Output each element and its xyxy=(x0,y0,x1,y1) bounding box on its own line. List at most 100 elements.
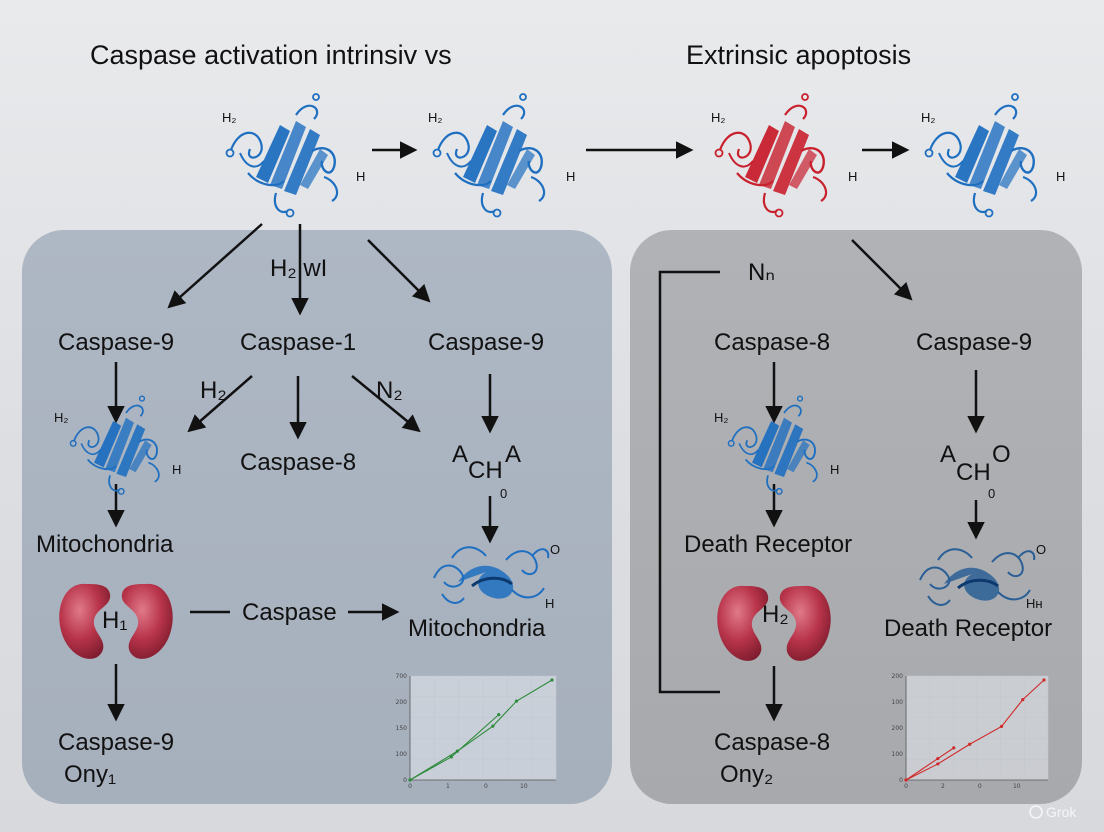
node-death-receptor-right: Death Receptor xyxy=(884,615,1052,642)
chart-y-tick-label: 200 xyxy=(892,725,904,732)
extrinsic-protein-mid: H₂ H xyxy=(714,395,839,496)
node-mitochondria-left: Mitochondria xyxy=(36,531,174,558)
extrinsic-bracket xyxy=(658,270,720,694)
chart-y-tick-label: 100 xyxy=(892,751,904,758)
mini-chart-extrinsic: 0 100 200 100 200 0 2 0 10 xyxy=(892,673,1049,790)
intrinsic-protein-h-bottom: H xyxy=(172,462,181,477)
extrinsic-arrows xyxy=(658,239,985,722)
extrinsic-ach-formula: A CH O 0 xyxy=(940,441,1011,501)
arrow-n2-branch xyxy=(351,375,421,433)
chart-data-point xyxy=(497,713,501,717)
chart-y-tick-label: 0 xyxy=(403,777,407,784)
arrow-to-caspase9-left xyxy=(167,223,263,309)
chart-data-point xyxy=(1021,698,1025,702)
chart-data-point xyxy=(1042,678,1046,682)
top-protein-4: H₂ H xyxy=(921,92,1065,218)
arrow-to-ext-caspase9 xyxy=(851,239,913,301)
intrinsic-right-protein-h: H xyxy=(545,596,554,611)
intrinsic-protein-right: O H xyxy=(432,542,560,611)
node-caspase8: Caspase-8 xyxy=(240,449,356,476)
chart-x-tick-label: 2 xyxy=(941,783,945,790)
chart-data-point xyxy=(968,742,972,746)
chart-data-point xyxy=(449,755,454,759)
watermark: Grok xyxy=(1029,804,1077,820)
node-caspase-mid: Caspase xyxy=(242,599,337,626)
intrinsic-arrows xyxy=(107,223,499,722)
chart-data-point xyxy=(936,756,940,761)
node-ext-caspase9: Caspase-9 xyxy=(916,329,1032,356)
ext-protein-h-bottom: H xyxy=(830,462,839,477)
chart-data-point xyxy=(455,749,459,753)
chart-data-point xyxy=(550,678,554,682)
ext-ach-main: CH xyxy=(956,459,991,486)
intrinsic-kidneys: H₁ xyxy=(59,583,173,659)
chart-x-tick-label: 0 xyxy=(904,783,908,790)
chart-y-tick-label: 150 xyxy=(396,725,408,732)
chart-series-line xyxy=(905,679,1045,781)
intrinsic-ach-formula: A CH A 0 xyxy=(452,441,521,501)
ext-right-protein-h: Hʜ xyxy=(1026,596,1043,611)
intrinsic-ach-main: CH xyxy=(468,457,503,484)
extrinsic-bottom-line2: Ony₂ xyxy=(720,761,773,788)
chart-data-point xyxy=(936,762,940,766)
intrinsic-protein-mid: H₂ H xyxy=(54,395,181,496)
ext-ach-sub: 0 xyxy=(988,486,995,501)
intrinsic-kidney-label: H₁ xyxy=(102,607,127,634)
top-protein-1-h-top: H₂ xyxy=(222,110,236,125)
ext-ach-left: A xyxy=(940,441,956,468)
chart-y-tick-label: 100 xyxy=(396,751,408,758)
title-extrinsic: Extrinsic apoptosis xyxy=(686,40,911,70)
ext-right-protein-o: O xyxy=(1036,542,1046,557)
chart-x-tick-label: 10 xyxy=(520,783,528,790)
top-protein-1: H₂ H xyxy=(222,92,365,218)
intrinsic-ach-left: A xyxy=(452,441,468,468)
intrinsic-h2-label: H₂ xyxy=(200,377,227,404)
chart-y-tick-label: 100 xyxy=(892,699,904,706)
intrinsic-branch-label: H₂ wI xyxy=(270,255,327,282)
extrinsic-protein-right: O Hʜ xyxy=(918,542,1046,611)
intrinsic-right-protein-o: O xyxy=(550,542,560,557)
chart-data-point xyxy=(491,724,495,728)
intrinsic-bottom-line1: Caspase-9 xyxy=(58,729,174,756)
chart-y-tick-label: 700 xyxy=(396,673,408,680)
node-caspase9-left: Caspase-9 xyxy=(58,329,174,356)
extrinsic-panel xyxy=(630,230,1082,804)
top-protein-2: H₂ H xyxy=(428,92,575,218)
top-protein-2-h-top: H₂ xyxy=(428,110,442,125)
intrinsic-bottom-line2: Ony₁ xyxy=(64,761,116,788)
chart-x-tick-label: 0 xyxy=(484,783,488,790)
node-death-receptor-left: Death Receptor xyxy=(684,531,852,558)
top-protein-3-h-bottom: H xyxy=(848,169,857,184)
chart-data-point xyxy=(952,746,956,750)
node-mitochondria-right: Mitochondria xyxy=(408,615,546,642)
chart-y-tick-label: 200 xyxy=(396,699,408,706)
ext-ach-right: O xyxy=(992,441,1011,468)
chart-x-tick-label: 0 xyxy=(408,783,412,790)
arrow-h2-branch xyxy=(187,375,253,433)
watermark-text: Grok xyxy=(1046,804,1077,820)
top-protein-1-h-bottom: H xyxy=(356,169,365,184)
intrinsic-ach-sub: 0 xyxy=(500,486,507,501)
top-protein-2-h-bottom: H xyxy=(566,169,575,184)
chart-y-tick-label: 200 xyxy=(892,673,904,680)
intrinsic-ach-right: A xyxy=(505,441,521,468)
intrinsic-n2-label: N₂ xyxy=(376,377,403,404)
chart-data-point xyxy=(904,778,908,782)
node-caspase1: Caspase-1 xyxy=(240,329,356,356)
intrinsic-protein-h-top: H₂ xyxy=(54,410,68,425)
top-protein-3-h-top: H₂ xyxy=(711,110,725,125)
extrinsic-top-label: Nₙ xyxy=(748,259,775,286)
chart-x-tick-label: 0 xyxy=(978,783,982,790)
intrinsic-panel xyxy=(22,230,612,804)
top-protein-4-h-bottom: H xyxy=(1056,169,1065,184)
chart-x-tick-label: 10 xyxy=(1013,783,1021,790)
node-ext-caspase8-top: Caspase-8 xyxy=(714,329,830,356)
chart-y-tick-label: 0 xyxy=(899,777,903,784)
chart-data-point xyxy=(514,699,519,703)
ext-protein-h-top: H₂ xyxy=(714,410,728,425)
extrinsic-kidneys: H₂ xyxy=(717,585,831,661)
extrinsic-bottom-line1: Caspase-8 xyxy=(714,729,830,756)
watermark-icon xyxy=(1029,805,1043,819)
